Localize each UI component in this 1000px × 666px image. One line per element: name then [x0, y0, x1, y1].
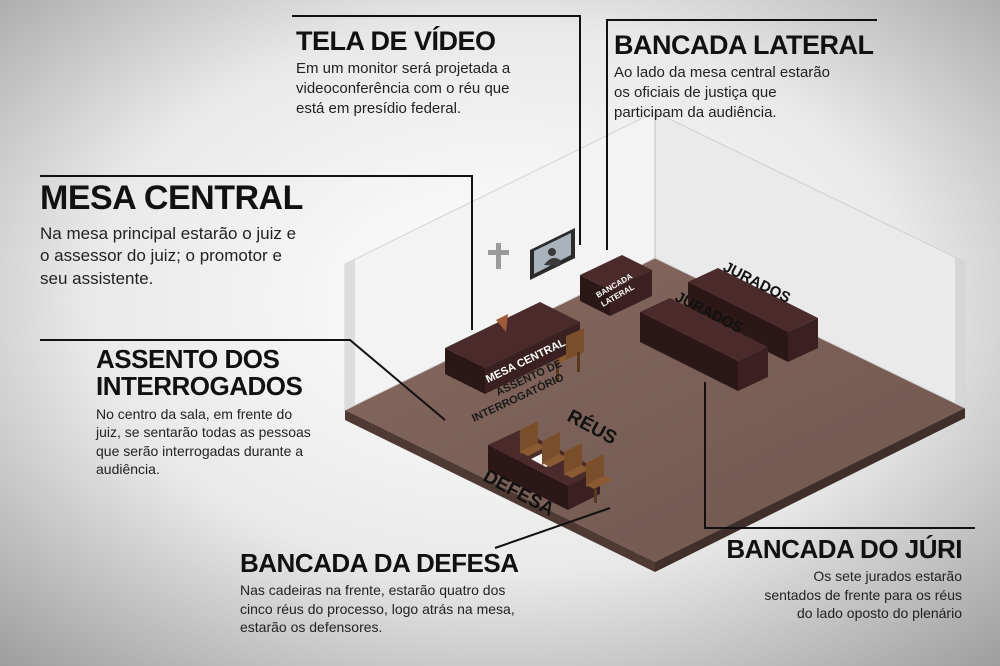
label-assento-line-4: audiência. — [96, 461, 160, 477]
label-assento-line-3: que serão interrogadas durante a — [96, 442, 304, 459]
label-tela-line-1: Em um monitor será projetada a — [296, 60, 511, 78]
leader-juri — [704, 382, 975, 529]
label-lateral-line-3: participam da audiência. — [614, 103, 777, 121]
interrogation-chair — [555, 328, 584, 382]
leader-lines — [40, 15, 975, 549]
label-defesa-title: BANCADA DA DEFESA — [240, 548, 519, 578]
label-assento-interrogados: ASSENTO DOS INTERROGADOS No centro da sa… — [96, 344, 356, 478]
label-bancada-lateral: BANCADA LATERAL Ao lado da mesa central … — [614, 31, 904, 123]
label-tela-line-3: está em presídio federal. — [296, 99, 462, 117]
leader-assento — [40, 339, 446, 421]
right-wall-edge — [955, 257, 965, 408]
jurados-bench-back — [688, 268, 818, 362]
label-mesa-line-1: Na mesa principal estarão o juiz e — [40, 223, 297, 243]
leader-lateral — [606, 19, 877, 250]
label-bancada-juri: BANCADA DO JÚRI Os sete jurados estarão … — [700, 534, 962, 623]
leader-tela — [292, 15, 581, 245]
label-assento-line-2: juiz, se sentarão todas as pessoas — [96, 424, 311, 441]
label-tela-de-video: TELA DE VÍDEO Em um monitor será projeta… — [296, 27, 586, 119]
jurados-bench-front — [640, 298, 768, 391]
mesa-central-desk — [445, 302, 580, 394]
label-juri-title: BANCADA DO JÚRI — [726, 534, 962, 564]
label-defesa-line-3: estarão os defensores. — [240, 619, 383, 636]
cross-icon — [488, 243, 509, 269]
label-defesa-line-1: Nas cadeiras na frente, estarão quatro d… — [240, 582, 506, 599]
label-mesa-line-2: o assessor do juiz; o promotor e — [40, 246, 282, 266]
floor-edge-left — [345, 410, 655, 572]
label-juri-line-3: do lado oposto do plenário — [796, 605, 962, 622]
bancada-lateral-desk — [580, 255, 652, 316]
video-screen — [530, 228, 575, 280]
reus-chairs — [520, 421, 612, 503]
label-juri-line-2: sentados de frente para os réus — [764, 586, 962, 603]
label-assento-title-2: INTERROGADOS — [96, 371, 303, 402]
label-lateral-line-2: os oficiais de justiça que — [614, 84, 777, 102]
left-wall-edge — [345, 259, 355, 410]
label-lateral-line-1: Ao lado da mesa central estarão — [614, 64, 830, 82]
label-mesa-central: MESA CENTRAL Na mesa principal estarão o… — [40, 179, 360, 290]
label-tela-title: TELA DE VÍDEO — [296, 26, 496, 56]
label-assento-title-1: ASSENTO DOS — [96, 344, 280, 374]
label-bancada-defesa: BANCADA DA DEFESA Nas cadeiras na frente… — [240, 548, 570, 637]
label-assento-line-1: No centro da sala, em frente do — [96, 405, 293, 422]
floor-edge-right — [655, 408, 965, 572]
leader-mesa — [40, 175, 473, 330]
label-mesa-line-3: seu assistente. — [40, 268, 154, 288]
label-juri-line-1: Os sete jurados estarão — [813, 568, 962, 585]
label-lateral-title: BANCADA LATERAL — [614, 30, 874, 60]
label-defesa-line-2: cinco réus do processo, logo atrás na me… — [240, 600, 515, 617]
leader-defesa — [494, 507, 611, 549]
label-tela-line-2: videoconferência com o réu que — [296, 80, 510, 98]
label-mesa-title: MESA CENTRAL — [40, 179, 303, 217]
